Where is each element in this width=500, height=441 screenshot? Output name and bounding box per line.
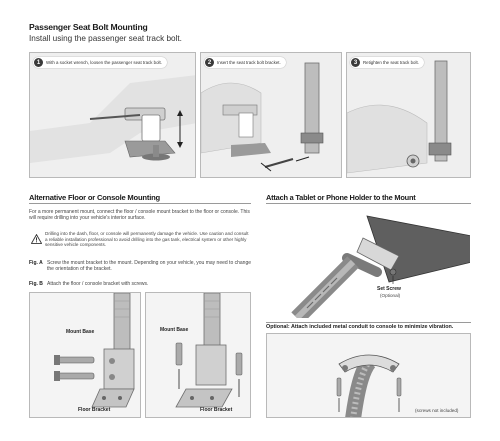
tablet-holder-illustration bbox=[291, 215, 470, 318]
fig-a-label: Fig. A bbox=[29, 260, 43, 266]
tablet-section-title: Attach a Tablet or Phone Holder to the M… bbox=[266, 193, 416, 202]
tablet-panel: Set Screw (Optional) bbox=[266, 209, 471, 319]
metal-conduit-illustration bbox=[336, 354, 402, 417]
conduit-top-divider bbox=[266, 322, 471, 323]
set-screw-label: Set Screw bbox=[377, 286, 401, 292]
console-title-divider bbox=[29, 203, 251, 204]
step-3-panel: 3 Retighten the seat track bolt. bbox=[346, 52, 471, 178]
conduit-panel: (screws not included) bbox=[266, 333, 471, 418]
seat-bolt-loosen-illustration bbox=[30, 53, 195, 177]
fig-a-floor-bracket-label: Floor Bracket bbox=[78, 407, 111, 413]
step-1-number: 1 bbox=[34, 58, 43, 67]
console-intro-text: For a more permanent mount, connect the … bbox=[29, 209, 250, 222]
fig-b-mount-base-label: Mount Base bbox=[160, 327, 189, 333]
step-1-text: With a socket wrench, loosen the passeng… bbox=[46, 60, 162, 65]
fig-a-panel: Mount Base Floor Bracket bbox=[29, 292, 141, 418]
step-3-text: Retighten the seat track bolt. bbox=[363, 60, 419, 65]
fig-a-mount-base-label: Mount Base bbox=[66, 329, 95, 335]
screws-not-included-note: (screws not included) bbox=[415, 408, 459, 413]
step-3-number: 3 bbox=[351, 58, 360, 67]
step-1-badge: 1 With a socket wrench, loosen the passe… bbox=[33, 57, 167, 68]
fig-b-label: Fig. B bbox=[29, 281, 43, 287]
page-subtitle: Install using the passenger seat track b… bbox=[29, 34, 182, 43]
floor-bracket-screws-illustration bbox=[175, 293, 243, 408]
set-screw-optional-label: (Optional) bbox=[380, 293, 401, 298]
step-2-badge: 2 Insert the seat track bolt bracket. bbox=[204, 57, 286, 68]
drilling-warning-text: Drilling into the dash, floor, or consol… bbox=[45, 231, 249, 248]
console-section-title: Alternative Floor or Console Mounting bbox=[29, 193, 160, 202]
fig-b-panel: Mount Base Floor Bracket bbox=[145, 292, 251, 418]
step-3-badge: 3 Retighten the seat track bolt. bbox=[350, 57, 424, 68]
step-2-panel: 2 Insert the seat track bolt bracket. bbox=[200, 52, 342, 178]
step-2-text: Insert the seat track bolt bracket. bbox=[217, 60, 281, 65]
fig-a-text: Screw the mount bracket to the mount. De… bbox=[47, 260, 252, 273]
step-1-panel: 1 With a socket wrench, loosen the passe… bbox=[29, 52, 196, 178]
retighten-bolt-illustration bbox=[347, 53, 470, 177]
conduit-section-title: Optional: Attach included metal conduit … bbox=[266, 324, 454, 330]
step-2-number: 2 bbox=[205, 58, 214, 67]
warning-icon bbox=[31, 234, 42, 244]
page-title: Passenger Seat Bolt Mounting bbox=[29, 22, 148, 32]
mount-base-bracket-illustration bbox=[54, 293, 135, 408]
insert-bracket-illustration bbox=[201, 53, 341, 177]
fig-b-floor-bracket-label: Floor Bracket bbox=[200, 407, 233, 413]
fig-b-text: Attach the floor / console bracket with … bbox=[47, 281, 149, 287]
tablet-title-divider bbox=[266, 203, 471, 204]
